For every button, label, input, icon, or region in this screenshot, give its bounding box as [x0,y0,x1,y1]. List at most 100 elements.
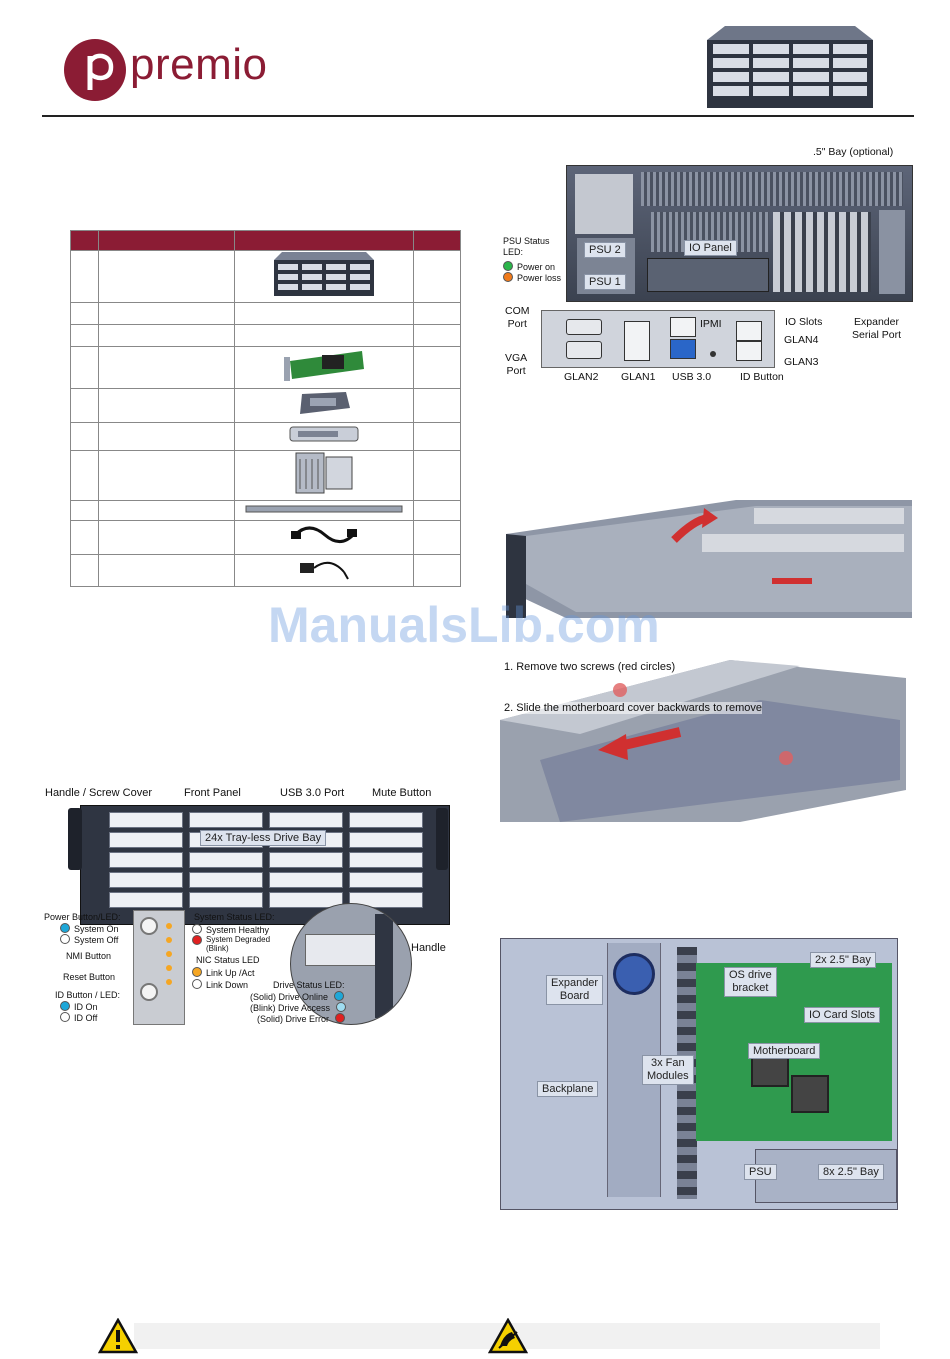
ipmi-label: IPMI [700,318,722,330]
mute-button-label: Mute Button [372,787,432,799]
io-panel-zoom [541,310,775,368]
cover-step-2: 2. Slide the motherboard cover backwards… [504,702,763,714]
psu2-label: PSU 2 [584,242,626,258]
system-status-led-label: System Status LED: [194,912,275,922]
cover-step-1: 1. Remove two screws (red circles) [504,661,676,673]
system-on-legend: System On [60,923,119,934]
power-on-legend: Power on [503,261,555,272]
table-row [70,250,461,303]
backplane-label: Backplane [537,1081,599,1097]
table-header-row [70,230,461,251]
power-cord-icon [290,526,357,543]
rail-icon [245,505,403,512]
handle-label: Handle [411,942,446,954]
nmi-button-label: NMI Button [66,951,112,961]
table-row [70,554,461,587]
glan3-port-icon [736,341,762,361]
drive-zoom-circle [290,903,412,1025]
blue-led-icon [60,923,70,933]
glan2-label: GLAN2 [564,371,599,383]
link-down-legend: Link Down [192,979,248,990]
expander-board-label: Expander Board [546,975,604,1005]
glan4-port-icon [736,321,762,341]
table-row [70,520,461,555]
bay-2x25-label: 2x 2.5" Bay [810,952,876,968]
top-cover-image [506,500,912,618]
off-led-icon [60,1012,70,1022]
glan4-label: GLAN4 [784,334,819,346]
nic-status-led-label: NIC Status LED [196,955,260,965]
expander-serial-label: Expander Serial Port [852,316,902,341]
system-degraded-legend: System Degraded (Blink) [192,935,270,953]
header-rule [42,115,914,117]
caution-icon [97,1317,139,1359]
serial-cable-icon [299,561,349,580]
orange-led-icon [192,967,202,977]
blue-led-icon [60,1001,70,1011]
right-handle-icon [436,808,448,870]
cover-removal-image [500,660,910,822]
glan3-label: GLAN3 [784,356,819,368]
watermark-text: ManualsLib.com [268,597,660,653]
off-led-icon [60,934,70,944]
fan-icon [613,953,655,995]
id-off-legend: ID Off [60,1012,97,1023]
orange-led-icon [503,272,513,282]
drive-tray-icon [289,426,359,442]
io-panel-label: IO Panel [684,240,737,256]
reset-button-label: Reset Button [63,972,116,982]
id-on-legend: ID On [60,1001,98,1012]
motherboard-label: Motherboard [748,1043,821,1059]
com-port-icon [566,319,602,335]
bay-8x25-label: 8x 2.5" Bay [818,1164,884,1180]
system-off-legend: System Off [60,934,118,945]
drive-error-legend: (Solid) Drive Error [257,1013,349,1024]
bay-optional-label: .5" Bay (optional) [813,146,894,158]
table-row [70,450,461,501]
id-button-round-icon [140,983,158,1001]
fan-modules-label: 3x Fan Modules [642,1055,694,1085]
blue-led-icon [333,991,344,1001]
drive-bay-label: 24x Tray-less Drive Bay [200,830,327,846]
id-button-led-label: ID Button / LED: [55,990,121,1000]
front-panel-label: Front Panel [184,787,241,799]
handle-screw-cover-label: Handle / Screw Cover [45,787,152,799]
psu1-label: PSU 1 [584,274,626,290]
glan1-label: GLAN1 [621,371,656,383]
green-led-icon [503,261,513,271]
power-loss-legend: Power loss [503,272,561,283]
system-healthy-legend: System Healthy [192,924,269,935]
ipmi-port-icon [670,317,696,337]
table-row [70,346,461,389]
usb30-port-label: USB 3.0 Port [280,787,345,799]
usb30-label: USB 3.0 [672,371,712,383]
io-card-slots-label: IO Card Slots [804,1007,881,1023]
vga-port-icon [566,341,602,359]
drive-online-legend: (Solid) Drive Online [250,991,348,1002]
esd-warning-icon [487,1317,529,1359]
table-row [70,422,461,451]
drive-module-icon [299,392,350,414]
link-up-legend: Link Up /Act [192,967,255,978]
glan2-port-icon [624,321,650,361]
table-row [70,500,461,521]
table-row [70,324,461,347]
premio-logo-icon [64,39,126,101]
psu-label: PSU [744,1164,777,1180]
os-drive-bracket-label: OS drive bracket [724,967,777,997]
drive-cage-icon [295,452,353,494]
front-chassis-image [80,805,450,925]
com-port-label: COM Port [505,305,530,330]
header-product-image [705,26,875,108]
power-button-led-label: Power Button/LED: [44,912,121,922]
id-button-icon [710,351,716,357]
vga-port-label: VGA Port [505,352,528,377]
parts-table [70,230,461,587]
server-chassis-icon [273,252,374,296]
off-led-icon [192,924,202,934]
brand-name: premio [130,40,268,89]
table-row [70,388,461,423]
table-row [70,302,461,325]
power-button-icon [140,917,158,935]
psu-status-label: PSU Status LED: [503,236,550,257]
